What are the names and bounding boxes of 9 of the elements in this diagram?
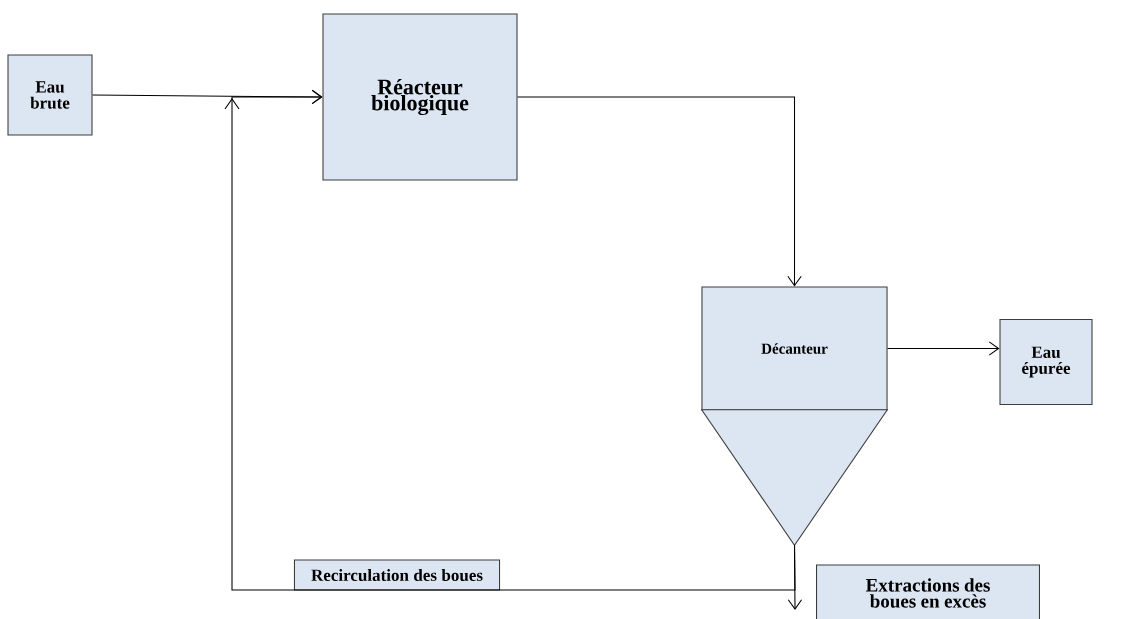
arrow <box>517 96 802 287</box>
reactor-box: Réacteur biologique <box>322 13 518 181</box>
process-box: Extractions des boues en excès <box>816 564 1040 619</box>
process-box: Eau brute <box>7 54 93 136</box>
process-box: Recirculation des boues <box>293 559 501 591</box>
process-box: Eau épurée <box>999 318 1093 406</box>
arrow <box>224 89 796 591</box>
settler-box: Décanteur <box>701 286 888 411</box>
arrow <box>887 341 1000 356</box>
